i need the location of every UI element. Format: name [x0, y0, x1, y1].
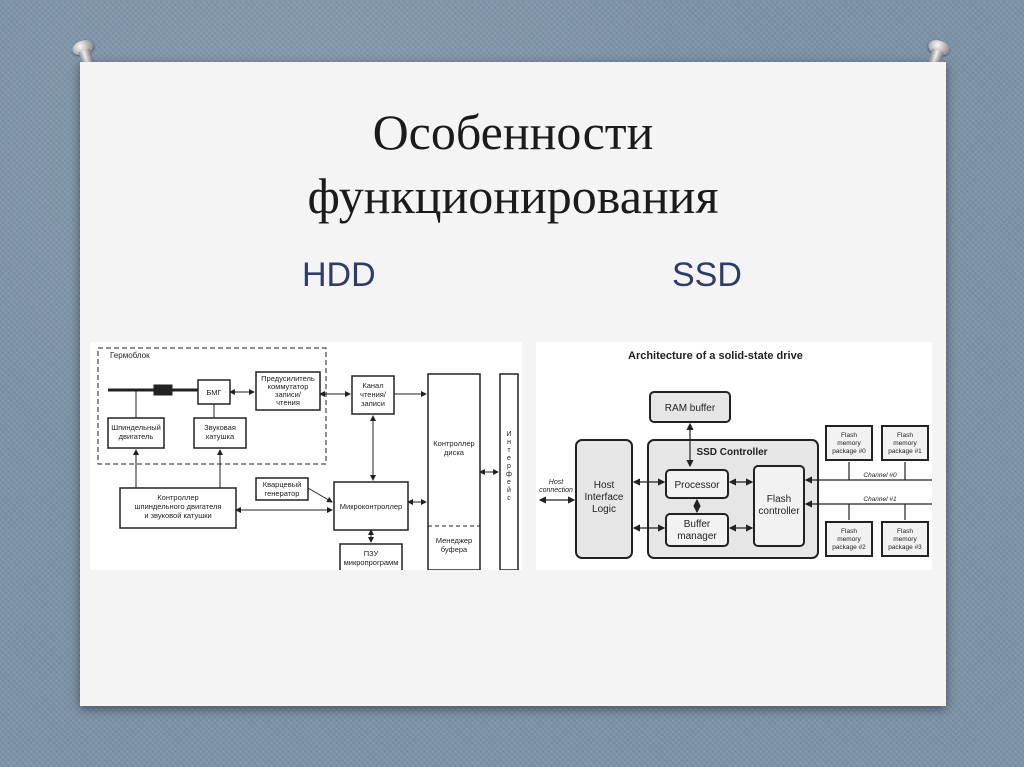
germoblok-box	[97, 347, 327, 465]
svg-text:Channel #0: Channel #0	[863, 472, 897, 479]
svg-text:й: й	[507, 486, 511, 494]
svg-text:катушка: катушка	[206, 432, 235, 441]
svg-text:Host: Host	[594, 480, 615, 491]
host-interface-box	[575, 439, 633, 559]
flash-package-3-box	[881, 521, 929, 557]
svg-text:RAM buffer: RAM buffer	[665, 403, 716, 414]
svg-text:Flash: Flash	[897, 528, 913, 535]
svg-text:чтения: чтения	[276, 398, 300, 407]
svg-text:Flash: Flash	[767, 494, 791, 505]
svg-text:Host: Host	[549, 479, 564, 486]
svg-text:Processor: Processor	[674, 480, 720, 491]
svg-text:memory: memory	[893, 536, 917, 543]
svg-text:Шпиндельный: Шпиндельный	[111, 423, 161, 432]
svg-text:н: н	[507, 439, 511, 446]
flash-package-2-box	[825, 521, 873, 557]
svg-text:memory: memory	[893, 440, 917, 447]
title-line-2: функционирования	[307, 168, 719, 224]
voice-coil-box	[193, 417, 247, 449]
svg-text:Звуковая: Звуковая	[204, 423, 236, 432]
svg-text:Менеджер: Менеджер	[436, 536, 472, 545]
svg-text:Контроллер: Контроллер	[157, 493, 198, 502]
flash-package-0-box	[825, 425, 873, 461]
ssd-label: SSD	[672, 256, 742, 294]
ssd-diagram: Architecture of a solid-state drive RAM …	[536, 342, 932, 570]
svg-text:package #2: package #2	[832, 544, 866, 551]
svg-text:Flash: Flash	[841, 432, 857, 439]
svg-text:Канал: Канал	[362, 381, 383, 390]
svg-text:Interface: Interface	[585, 492, 624, 503]
svg-text:коммутатор: коммутатор	[268, 382, 309, 391]
flash-controller-box	[753, 465, 805, 547]
ram-buffer-box	[649, 391, 731, 423]
svg-text:package #1: package #1	[888, 448, 922, 455]
svg-text:connection: connection	[539, 487, 573, 494]
quartz-box	[255, 477, 309, 501]
svg-text:ф: ф	[506, 471, 512, 478]
svg-text:manager: manager	[677, 531, 717, 542]
svg-text:Предусилитель: Предусилитель	[261, 374, 315, 383]
svg-text:Buffer: Buffer	[684, 519, 711, 530]
svg-text:Channel #1: Channel #1	[863, 496, 897, 503]
buffer-manager-box	[665, 513, 729, 547]
rom-box	[339, 543, 403, 570]
svg-text:микропрограмм: микропрограмм	[344, 558, 399, 567]
svg-text:буфера: буфера	[441, 545, 468, 554]
svg-text:И: И	[506, 431, 511, 438]
svg-text:шпиндельного двигателя: шпиндельного двигателя	[135, 502, 222, 511]
svg-text:р: р	[507, 463, 511, 470]
svg-text:с: с	[507, 495, 511, 502]
hdd-diagram: Гермоблок Шпиндельный двигатель Звуковая…	[90, 342, 522, 570]
hdd-diagram-svg: Гермоблок Шпиндельный двигатель Звуковая…	[97, 347, 519, 570]
svg-text:Flash: Flash	[897, 432, 913, 439]
svg-text:Flash: Flash	[841, 528, 857, 535]
svg-text:memory: memory	[837, 440, 861, 447]
svg-text:Микроконтроллер: Микроконтроллер	[340, 502, 402, 511]
svg-text:package #3: package #3	[888, 544, 922, 551]
svg-text:диска: диска	[444, 448, 465, 457]
ssd-diagram-title: Architecture of a solid-state drive	[628, 350, 803, 362]
svg-text:БМГ: БМГ	[206, 388, 221, 397]
svg-text:е: е	[507, 479, 511, 486]
svg-text:controller: controller	[758, 506, 800, 517]
interface-box	[499, 373, 519, 570]
flash-package-1-box	[881, 425, 929, 461]
ssd-controller-label: SSD Controller	[696, 447, 767, 458]
germoblok-label: Гермоблок	[110, 351, 150, 360]
svg-text:чтения/: чтения/	[360, 390, 387, 399]
svg-text:и звуковой катушки: и звуковой катушки	[144, 511, 211, 520]
svg-text:генератор: генератор	[265, 489, 300, 498]
svg-text:е: е	[507, 455, 511, 462]
svg-text:Logic: Logic	[592, 504, 616, 515]
svg-text:т: т	[507, 447, 511, 454]
svg-text:package #0: package #0	[832, 448, 866, 455]
title-line-1: Особенности	[372, 104, 654, 160]
hdd-label: HDD	[302, 256, 376, 294]
processor-box	[665, 469, 729, 499]
rw-channel-box	[351, 375, 395, 415]
slide-title: Особенности функционирования	[80, 100, 946, 228]
ssd-diagram-svg: Architecture of a solid-state drive RAM …	[538, 350, 932, 559]
svg-text:записи/: записи/	[275, 390, 302, 399]
svg-text:Кварцевый: Кварцевый	[263, 480, 302, 489]
svg-text:Контроллер: Контроллер	[433, 439, 474, 448]
svg-text:двигатель: двигатель	[119, 432, 154, 441]
svg-text:записи: записи	[361, 399, 385, 408]
svg-text:ПЗУ: ПЗУ	[364, 549, 379, 558]
svg-text:memory: memory	[837, 536, 861, 543]
